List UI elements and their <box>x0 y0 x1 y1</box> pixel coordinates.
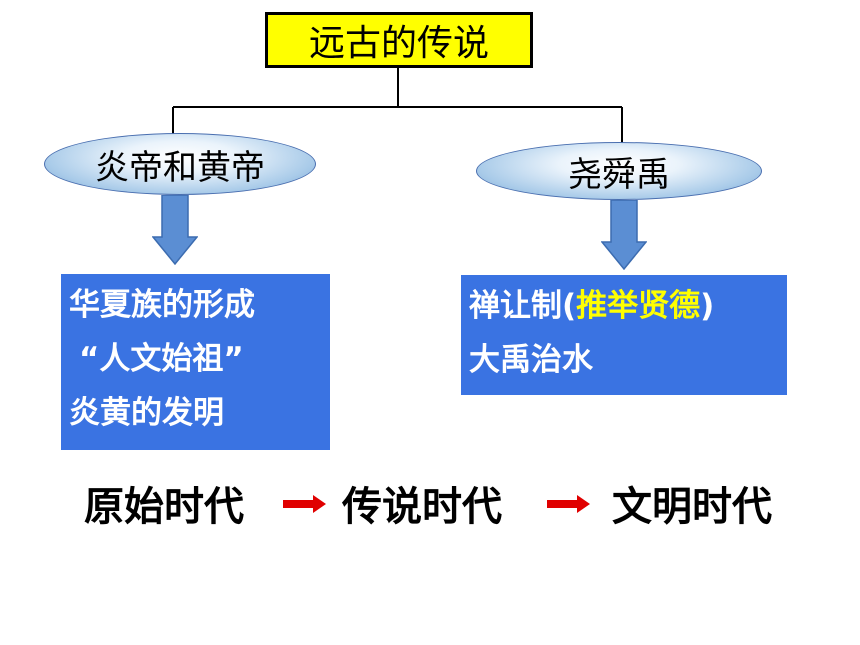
right-arrow-icon <box>547 495 590 513</box>
branch-yao-shun-yu: 尧舜禹 <box>476 142 762 200</box>
highlight-text: 推举贤德 <box>576 288 701 324</box>
branch-label: 炎帝和黄帝 <box>95 147 265 188</box>
yandi-huangdi-details: 华夏族的形成 “人文始祖” 炎黄的发明 <box>61 274 330 450</box>
yao-shun-yu-details: 禅让制(推举贤德) 大禹治水 <box>461 275 787 395</box>
branch-yandi-huangdi: 炎帝和黄帝 <box>44 133 316 195</box>
detail-line: 华夏族的形成 <box>69 287 255 323</box>
detail-line: 大禹治水 <box>469 342 593 378</box>
branch-label: 尧舜禹 <box>568 154 670 195</box>
down-arrow-icon <box>152 195 198 265</box>
era-civilization: 文明时代 <box>612 484 772 530</box>
era-primitive: 原始时代 <box>84 484 244 530</box>
era-legend: 传说时代 <box>342 484 502 530</box>
down-arrow-icon <box>601 200 647 270</box>
detail-text: ) <box>700 288 715 324</box>
right-arrow-icon <box>283 495 326 513</box>
diagram-title: 远古的传说 <box>265 12 533 68</box>
detail-line-abdication: 禅让制(推举贤德) <box>469 279 779 333</box>
detail-line: 炎黄的发明 <box>69 395 224 431</box>
detail-text: 禅让制( <box>469 288 577 324</box>
detail-line: “人文始祖” <box>79 341 244 377</box>
